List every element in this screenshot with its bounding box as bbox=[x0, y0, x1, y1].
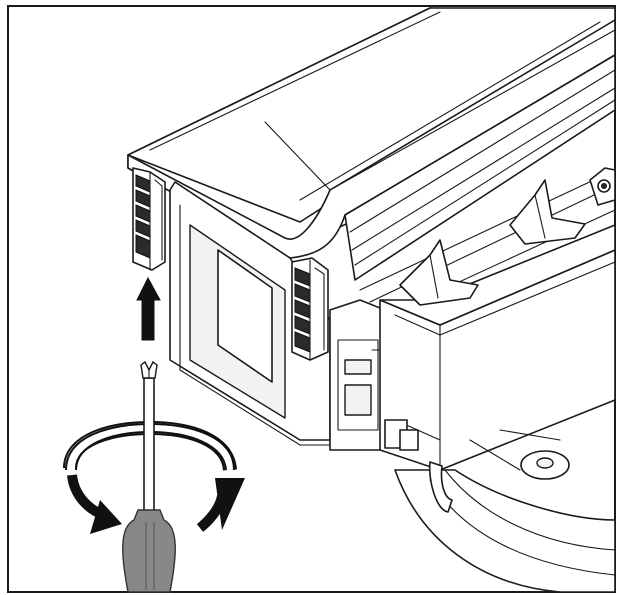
screwdriver-icon bbox=[122, 360, 176, 593]
left-latch bbox=[132, 167, 166, 271]
up-arrow-icon bbox=[136, 276, 161, 341]
tray-assembly bbox=[359, 167, 616, 593]
right-latch bbox=[291, 257, 329, 361]
appliance-housing bbox=[127, 7, 616, 451]
